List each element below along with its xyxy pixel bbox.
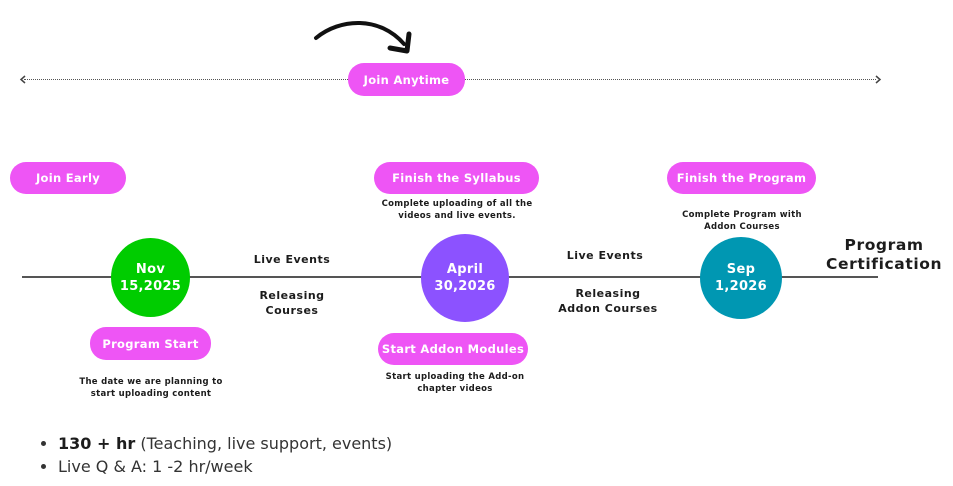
segment-2-below: Releasing Addon Courses [540, 286, 676, 316]
segment-line: Courses [265, 304, 319, 317]
description-line: Complete Program with [682, 210, 802, 220]
join-early-pill: Join Early [10, 162, 126, 194]
milestone-finish-month: Sep [726, 262, 756, 277]
milestone-finish-circle: Sep 1,2026 [700, 237, 782, 319]
join-range-line-left [24, 79, 350, 80]
milestone-syllabus-month: April [446, 262, 484, 277]
segment-1-below: Releasing Courses [232, 288, 352, 318]
milestone-finish-day: 1,2026 [715, 279, 767, 294]
cert-line: Certification [826, 255, 943, 273]
segment-1-above: Live Events [253, 253, 331, 266]
milestone-start-day: 15,2025 [119, 278, 182, 294]
join-anytime-pill: Join Anytime [348, 63, 465, 96]
description-line: Addon Courses [704, 222, 780, 232]
program-start-pill: Program Start [90, 327, 211, 360]
segment-line: Releasing [575, 287, 641, 300]
range-arrow-right-icon [875, 75, 882, 84]
description-line: Start uploading the Add-on [385, 372, 525, 382]
note-text: (Teaching, live support, events) [135, 434, 393, 453]
milestone-syllabus-circle: April 30,2026 [421, 234, 509, 322]
milestone-start-month: Nov [135, 261, 166, 277]
finish-syllabus-pill: Finish the Syllabus [374, 162, 539, 194]
finish-syllabus-description: Complete uploading of all the videos and… [360, 198, 554, 222]
join-range-line-right [464, 79, 876, 80]
finish-program-description: Complete Program with Addon Courses [660, 209, 824, 233]
start-addon-modules-pill: Start Addon Modules [378, 333, 528, 365]
cert-line: Program [844, 236, 924, 254]
description-line: chapter videos [417, 384, 493, 394]
curved-arrow-icon [314, 21, 412, 54]
segment-2-above: Live Events [566, 249, 644, 262]
finish-program-pill: Finish the Program [667, 162, 816, 194]
milestone-syllabus-day: 30,2026 [434, 279, 496, 294]
note-item: 130 + hr (Teaching, live support, events… [58, 432, 392, 455]
description-line: The date we are planning to [79, 377, 223, 387]
note-item: Live Q & A: 1 -2 hr/week [58, 455, 392, 478]
segment-line: Addon Courses [558, 302, 658, 315]
description-line: videos and live events. [398, 211, 516, 221]
milestone-start-circle: Nov 15,2025 [111, 238, 190, 317]
note-text: Live Q & A: 1 -2 hr/week [58, 457, 253, 476]
notes-list: 130 + hr (Teaching, live support, events… [38, 432, 392, 478]
segment-line: Releasing [259, 289, 325, 302]
description-line: start uploading content [90, 389, 212, 399]
program-start-description: The date we are planning to start upload… [58, 376, 244, 400]
description-line: Complete uploading of all the [381, 199, 533, 209]
range-arrow-left-icon [19, 75, 26, 84]
program-certification-label: Program Certification [826, 236, 942, 274]
note-bold: 130 + hr [58, 434, 136, 453]
start-addon-description: Start uploading the Add-on chapter video… [360, 371, 550, 395]
